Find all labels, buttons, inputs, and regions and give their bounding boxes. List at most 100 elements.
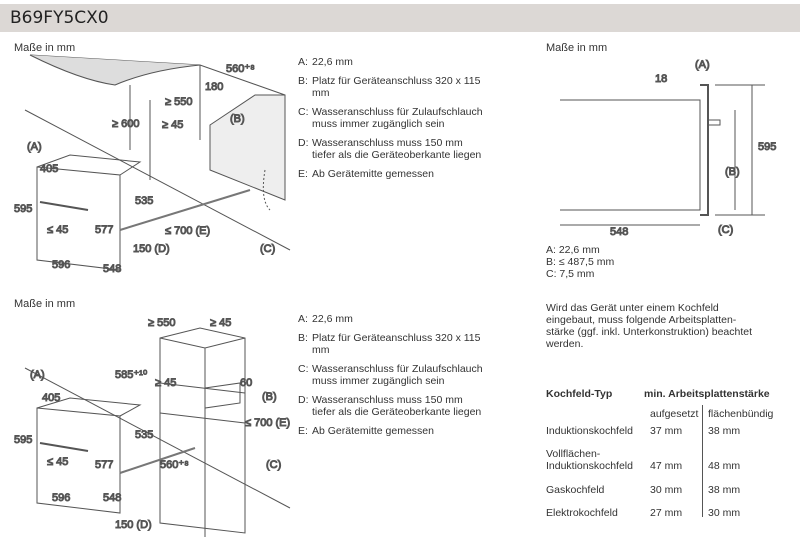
top-notes: A: 22,6 mm B:Platz für Geräteanschluss 32… bbox=[298, 56, 488, 187]
top-notes-2-t: Wasseranschluss für Zulaufschlauch muss … bbox=[312, 106, 483, 130]
table-divider bbox=[702, 405, 703, 517]
top-notes-1-k: B: bbox=[298, 75, 308, 87]
side-dims-d18: 18 bbox=[655, 73, 667, 85]
bottom-dims-d405: 405 bbox=[42, 392, 60, 404]
table-rows-1-type1: Vollflächen- bbox=[546, 448, 601, 460]
top-dims-d405: 405 bbox=[40, 163, 58, 175]
top-dims-d700: ≤ 700 (E) bbox=[165, 225, 210, 237]
note-d: D:Wasseranschluss muss 150 mm tiefer als… bbox=[298, 137, 488, 161]
top-notes-4-k: E: bbox=[298, 168, 308, 180]
table-rows-0-f: 38 mm bbox=[708, 425, 741, 437]
model-title: B69FY5CX0 bbox=[10, 8, 109, 28]
note-e: E:Ab Gerätemitte gemessen bbox=[298, 168, 488, 180]
note-c: C:Wasseranschluss für Zulaufschlauch mus… bbox=[298, 106, 488, 130]
info-text: Wird das Gerät unter einem Kochfeld eing… bbox=[546, 302, 753, 350]
bottom-notes-2-k: C: bbox=[298, 363, 309, 375]
top-dims-d535: 535 bbox=[135, 195, 153, 207]
side-dims-A: (A) bbox=[695, 59, 710, 71]
top-dims-B: (B) bbox=[230, 113, 245, 125]
top-notes-3-k: D: bbox=[298, 137, 309, 149]
bottom-installation-drawing: ≥ 550≥ 45 585⁺¹⁰≥ 45 60(B) ≤ 700 (E)(C) … bbox=[14, 317, 291, 537]
note-c: C:Wasseranschluss für Zulaufschlauch mus… bbox=[298, 363, 488, 387]
bottom-notes-3-k: D: bbox=[298, 394, 309, 406]
table-rows-2-type: Gaskochfeld bbox=[546, 484, 605, 496]
table-rows-1-a: 47 mm bbox=[650, 460, 683, 472]
bottom-notes-3-t: Wasseranschluss muss 150 mm tiefer als d… bbox=[312, 394, 482, 418]
table-rows-2-a: 30 mm bbox=[650, 484, 683, 496]
table-s1: aufgesetzt bbox=[650, 408, 699, 420]
top-dims-d577: 577 bbox=[95, 224, 113, 236]
note-b: B:Platz für Geräteanschluss 320 x 115 mm bbox=[298, 75, 488, 99]
bottom-dims-d550: ≥ 550 bbox=[148, 317, 175, 329]
bottom-dims-d548: 548 bbox=[103, 492, 121, 504]
side-dims-C: (C) bbox=[718, 224, 733, 236]
top-notes-3-t: Wasseranschluss muss 150 mm tiefer als d… bbox=[312, 137, 482, 161]
bottom-dims-d60: 60 bbox=[240, 377, 252, 389]
table-rows-0-a: 37 mm bbox=[650, 425, 683, 437]
bottom-dims-d45b: ≥ 45 bbox=[155, 377, 176, 389]
bottom-dims-d700: ≤ 700 (E) bbox=[245, 417, 290, 429]
side-dims-d548: 548 bbox=[610, 226, 628, 238]
bottom-notes: A: 22,6 mm B: Platz für Geräteanschluss 32… bbox=[298, 313, 488, 444]
top-dims-d150: 150 (D) bbox=[133, 243, 170, 255]
bottom-dims-A: (A) bbox=[30, 369, 45, 381]
bottom-notes-1-k: B: bbox=[298, 332, 308, 344]
header-bar: B69FY5CX0 bbox=[0, 4, 800, 32]
bottom-unit-label: Maße in mm bbox=[14, 298, 76, 310]
top-dims-d550: ≥ 550 bbox=[165, 96, 192, 108]
bottom-dims-d577: 577 bbox=[95, 459, 113, 471]
bottom-dims-d150: 150 (D) bbox=[115, 519, 152, 531]
bottom-dims-C: (C) bbox=[266, 459, 281, 471]
top-dims-d595: 595 bbox=[14, 203, 32, 215]
top-dims-A: (A) bbox=[27, 141, 42, 153]
bottom-notes-4-k: E: bbox=[298, 425, 308, 437]
table-h2: min. Arbeitsplattenstärke bbox=[644, 388, 770, 400]
table-rows-3-a: 27 mm bbox=[650, 507, 683, 519]
bottom-notes-4-t: Ab Gerätemitte gemessen bbox=[312, 425, 434, 437]
bottom-dims-d595: 595 bbox=[14, 434, 32, 446]
top-notes-0-k: A: bbox=[298, 56, 308, 68]
bottom-dims-d45c: ≤ 45 bbox=[47, 456, 68, 468]
top-dims-d180: 180 bbox=[205, 81, 223, 93]
table-rows-1-type: Induktionskochfeld bbox=[546, 460, 633, 472]
top-dims-d45a: ≥ 45 bbox=[162, 119, 183, 131]
note-e: E: Ab Gerätemitte gemessen bbox=[298, 425, 488, 437]
bottom-dims-B: (B) bbox=[262, 391, 277, 403]
table-rows-0-type: Induktionskochfeld bbox=[546, 425, 633, 437]
top-dims-d560: 560⁺⁸ bbox=[226, 63, 255, 75]
note-a: A: 22,6 mm bbox=[298, 56, 488, 68]
top-dims-C: (C) bbox=[260, 243, 275, 255]
top-dims-d548: 548 bbox=[103, 263, 121, 275]
bottom-dims-d585: 585⁺¹⁰ bbox=[115, 369, 148, 381]
bottom-dims-d560: 560⁺⁸ bbox=[160, 459, 189, 471]
bottom-dims-d535: 535 bbox=[135, 429, 153, 441]
table-rows-2-f: 38 mm bbox=[708, 484, 741, 496]
table-rows-1-f: 48 mm bbox=[708, 460, 741, 472]
top-dims-d600: ≥ 600 bbox=[112, 118, 139, 130]
bottom-notes-2-t: Wasseranschluss für Zulaufschlauch muss … bbox=[312, 363, 483, 387]
note-a: A: 22,6 mm bbox=[298, 313, 488, 325]
top-dims-d596: 596 bbox=[52, 259, 70, 271]
bottom-notes-1-t: Platz für Geräteanschluss 320 x 115 mm bbox=[312, 332, 481, 356]
table-h1: Kochfeld-Typ bbox=[546, 388, 613, 400]
top-unit-label: Maße in mm bbox=[14, 42, 76, 54]
bottom-dims-d45a: ≥ 45 bbox=[210, 317, 231, 329]
note-d: D:Wasseranschluss muss 150 mm tiefer als… bbox=[298, 394, 488, 418]
side-dims-B: (B) bbox=[725, 166, 740, 178]
side-legend-0: A: 22,6 mm bbox=[546, 244, 600, 256]
bottom-notes-0-t: 22,6 mm bbox=[312, 313, 353, 325]
side-unit-label: Maße in mm bbox=[546, 42, 608, 54]
side-view-drawing: (A) 18 595 (B) 548 (C) bbox=[560, 59, 777, 239]
top-notes-0-t: 22,6 mm bbox=[312, 56, 353, 68]
table-s2: flächenbündig bbox=[708, 408, 774, 420]
side-dims-d595: 595 bbox=[758, 141, 776, 153]
table-rows-3-type: Elektrokochfeld bbox=[546, 507, 618, 519]
top-notes-2-k: C: bbox=[298, 106, 309, 118]
side-legend-2: C: 7,5 mm bbox=[546, 268, 595, 280]
bottom-dims-d596: 596 bbox=[52, 492, 70, 504]
side-legend-1: B: ≤ 487,5 mm bbox=[546, 256, 615, 268]
note-b: B: Platz für Geräteanschluss 320 x 115 mm bbox=[298, 332, 488, 356]
bottom-notes-0-k: A: bbox=[298, 313, 308, 325]
